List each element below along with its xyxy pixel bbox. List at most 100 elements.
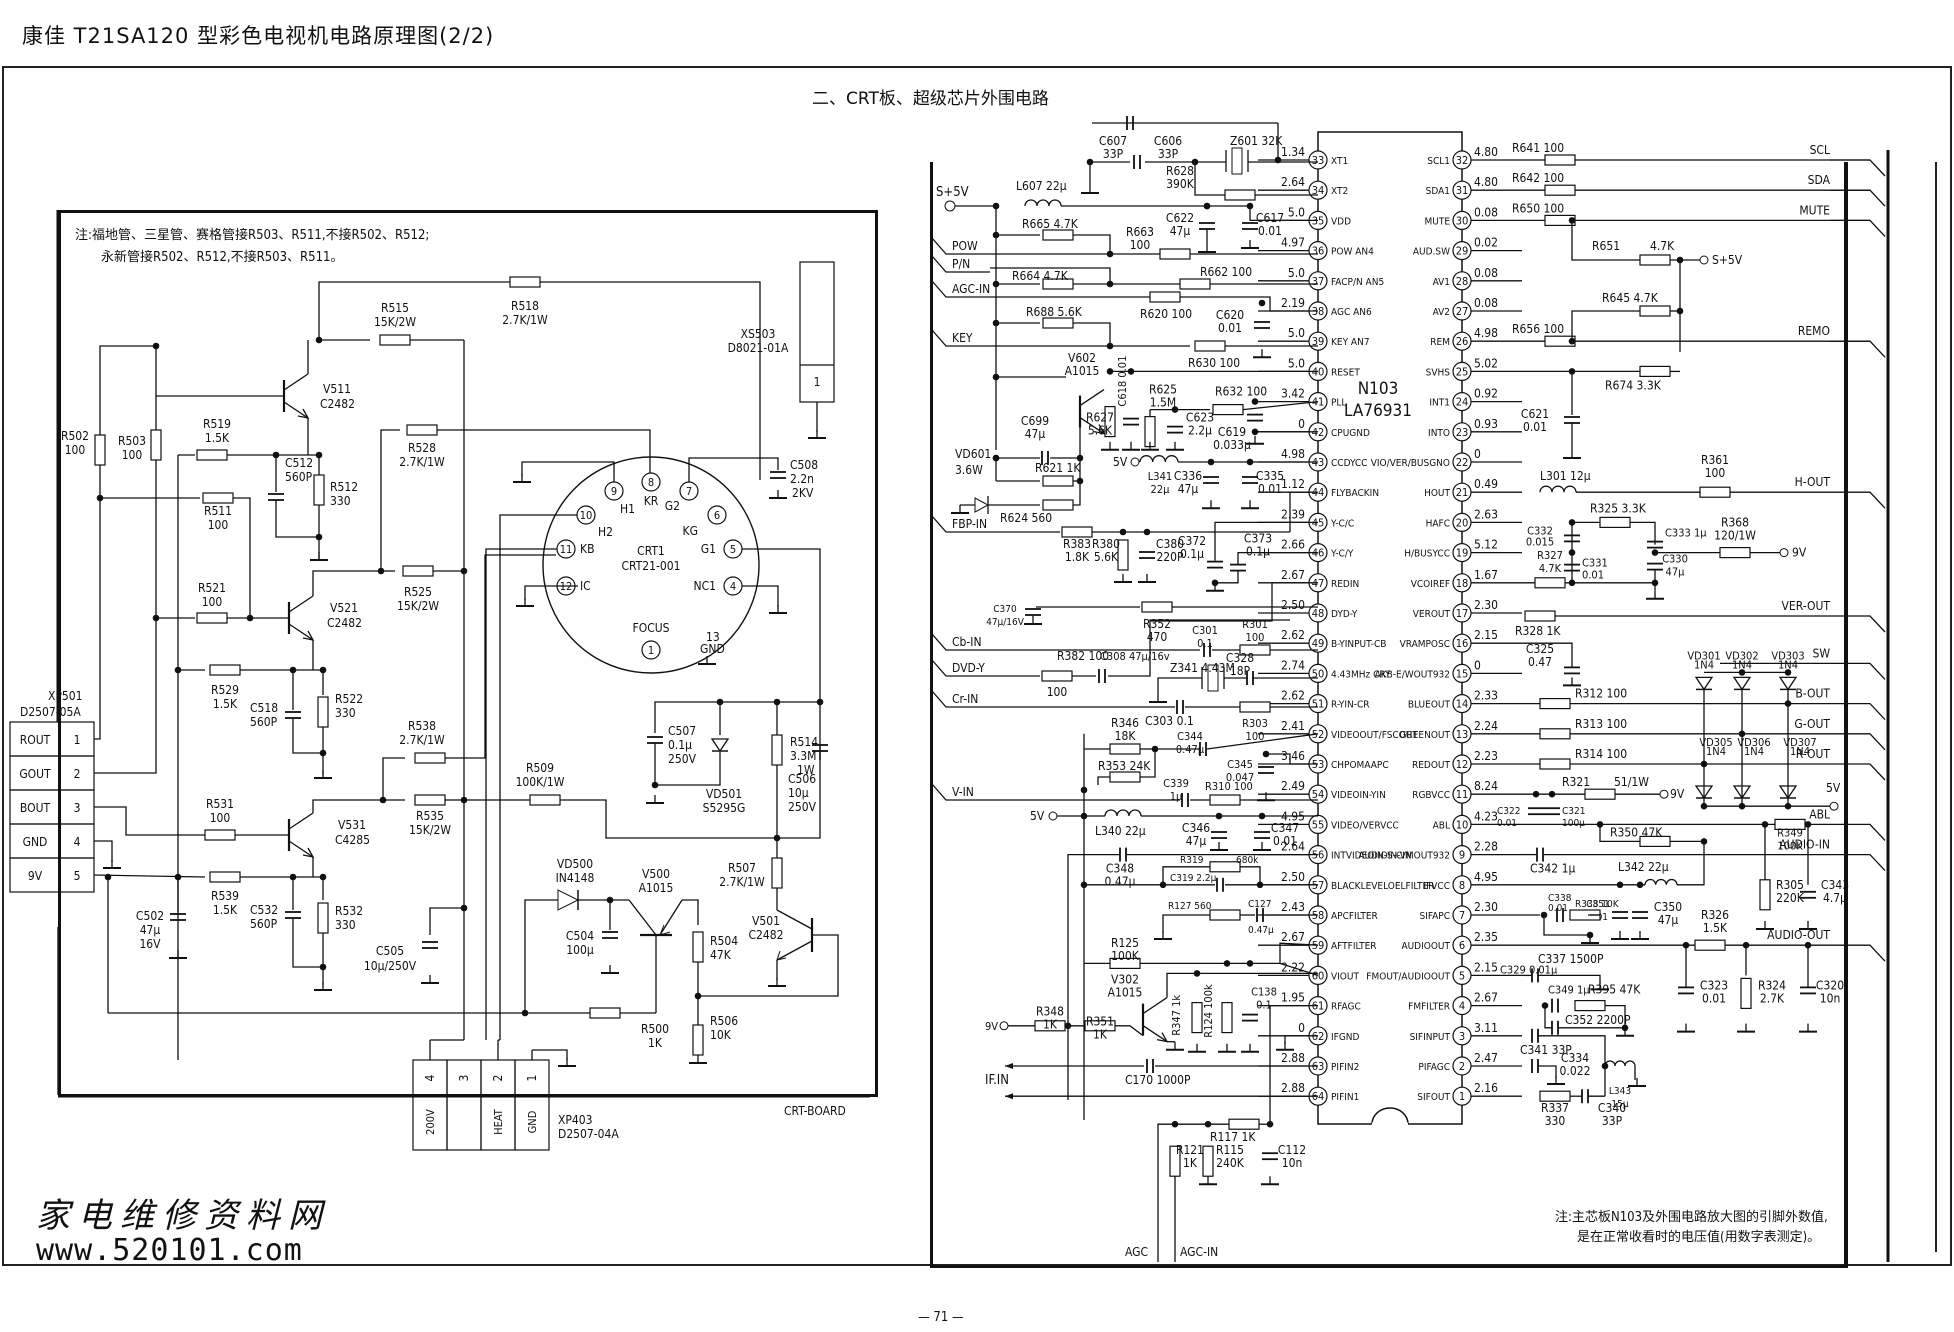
- component-label: C170 1000P: [1125, 1073, 1191, 1087]
- component-label: C342 1μ: [1530, 862, 1575, 876]
- ic-pin-name: XT1: [1331, 156, 1348, 167]
- signal-lead: [1830, 340, 1886, 358]
- crt-pin-6: [707, 505, 727, 525]
- resistor-r337: [1539, 1090, 1571, 1102]
- pin-voltage: 5.0: [1288, 266, 1305, 280]
- page-edge-line: [1935, 162, 1937, 1252]
- resistor-r528: [406, 424, 438, 436]
- component-label: L342 22μ: [1618, 860, 1669, 874]
- pin-voltage: 2.63: [1474, 507, 1498, 521]
- pin-number: 36: [1312, 245, 1325, 258]
- component-value: 2.7K/1W: [502, 313, 548, 327]
- component-value: 47μ: [1666, 566, 1686, 579]
- junction-dot: [1636, 881, 1644, 889]
- signal-lead: [931, 515, 990, 533]
- component-label: C329 0.01μ: [1500, 963, 1558, 976]
- component-value: 1μ: [1170, 790, 1183, 803]
- component-value: 0.01: [1258, 482, 1282, 496]
- wire: [1544, 1005, 1552, 1029]
- wire: [94, 840, 113, 862]
- signal-lead: [931, 237, 990, 255]
- signal-label: MUTE: [1799, 203, 1830, 217]
- ic-pin-name: REDOUT: [1412, 760, 1451, 771]
- pin-number: 13: [1456, 728, 1469, 741]
- resistor-r380: [1117, 539, 1129, 571]
- pin-number: 37: [1312, 275, 1325, 288]
- component-ref: C351: [1586, 899, 1609, 910]
- component-ref: R651: [1592, 239, 1620, 253]
- signal-label: 5V: [1030, 809, 1045, 823]
- component-label: Z601 32K: [1230, 134, 1283, 148]
- component-ref: VD303: [1771, 649, 1804, 662]
- inductor-l340: [1104, 809, 1142, 817]
- wire: [292, 918, 323, 968]
- component-label: R650 100: [1512, 201, 1564, 215]
- wire: [1166, 972, 1318, 998]
- pin-voltage: 2.74: [1281, 658, 1305, 672]
- ic-pin-name: INT1: [1429, 398, 1450, 409]
- component-ref: R349: [1777, 826, 1803, 839]
- pin-voltage: 4.97: [1281, 236, 1305, 250]
- component-ref: C343: [1821, 878, 1849, 892]
- component-label: C349 1μ: [1548, 984, 1590, 997]
- component-value: 250V: [668, 752, 697, 766]
- component-label: C308 47μ/16v: [1100, 650, 1170, 663]
- component-ref: R525: [404, 585, 432, 599]
- crystal-z601: [1231, 147, 1243, 175]
- component-value: 33P: [1103, 147, 1124, 161]
- resistor-r511: [202, 492, 234, 504]
- signal-label: 9V: [1792, 546, 1807, 560]
- component-label: C618 0.01: [1116, 356, 1129, 407]
- resistor-r124: [1221, 1001, 1233, 1034]
- component-ref: R125: [1111, 936, 1139, 950]
- component-value: 33P: [1602, 1114, 1623, 1128]
- pin-voltage: 5.0: [1288, 205, 1305, 219]
- pin-number: 5: [1459, 969, 1465, 982]
- pin-voltage: 2.41: [1281, 719, 1305, 733]
- component-ref: R503: [118, 434, 146, 448]
- xp403-signal: HEAT: [492, 1108, 505, 1135]
- watermark-url: www.520101.com: [36, 1233, 303, 1268]
- crt-board-note: 注:福地管、三星管、赛格管接R503、R511,不接R502、R512; 永新管…: [75, 225, 429, 269]
- wire: [1237, 551, 1318, 565]
- signal-lead: [1830, 944, 1886, 962]
- component-value: 100K: [1111, 949, 1140, 963]
- xp403-signal: 200V: [424, 1109, 437, 1135]
- section-heading: 二、CRT板、超级芯片外围电路: [812, 89, 1049, 109]
- component-value: 330: [330, 494, 351, 508]
- pin-voltage: 0.02: [1474, 236, 1498, 250]
- component-part: C2482: [320, 397, 355, 411]
- pin-voltage: 2.88: [1281, 1051, 1305, 1065]
- junction-dot: [315, 533, 323, 541]
- wire: [1140, 749, 1156, 778]
- signal-label: AGC-IN: [952, 282, 990, 296]
- signal-label: AGC: [1125, 1245, 1148, 1259]
- component-value: 0.1: [1256, 998, 1272, 1011]
- component-ref: C336: [1174, 469, 1202, 483]
- signal-label: SDA: [1808, 173, 1831, 187]
- pin-voltage: 2.24: [1474, 719, 1498, 733]
- pin-number: 50: [1312, 667, 1325, 680]
- component-ref: R531: [206, 797, 234, 811]
- ic-pin-name: CHPOMAAPC: [1331, 760, 1389, 771]
- signal-label: AGC-IN: [1180, 1245, 1218, 1259]
- terminal-s5v: [944, 200, 956, 212]
- resistor-r518: [509, 276, 541, 288]
- connector-part: D2507-04A: [558, 1127, 619, 1141]
- component-ref: R625: [1149, 382, 1177, 396]
- junction-dot: [1784, 802, 1792, 810]
- pin-number: 14: [1456, 698, 1469, 711]
- component-ref: C622: [1166, 211, 1194, 225]
- ic-pin-name: VDD: [1331, 216, 1351, 227]
- xp501-pin-number: 4: [74, 835, 81, 849]
- component-ref: R321: [1562, 775, 1590, 789]
- component-value: 0.01: [1523, 420, 1547, 434]
- ic-pin-name: CPUGND: [1331, 428, 1370, 439]
- component-ref: R529: [211, 683, 239, 697]
- component-ref: V602: [1068, 351, 1096, 365]
- component-ref: V501: [752, 914, 780, 928]
- resistor-r663: [1159, 248, 1191, 260]
- ic-pin-name: HOUT: [1424, 488, 1450, 499]
- wire: [1067, 853, 1120, 1100]
- component-label: R630 100: [1188, 356, 1240, 370]
